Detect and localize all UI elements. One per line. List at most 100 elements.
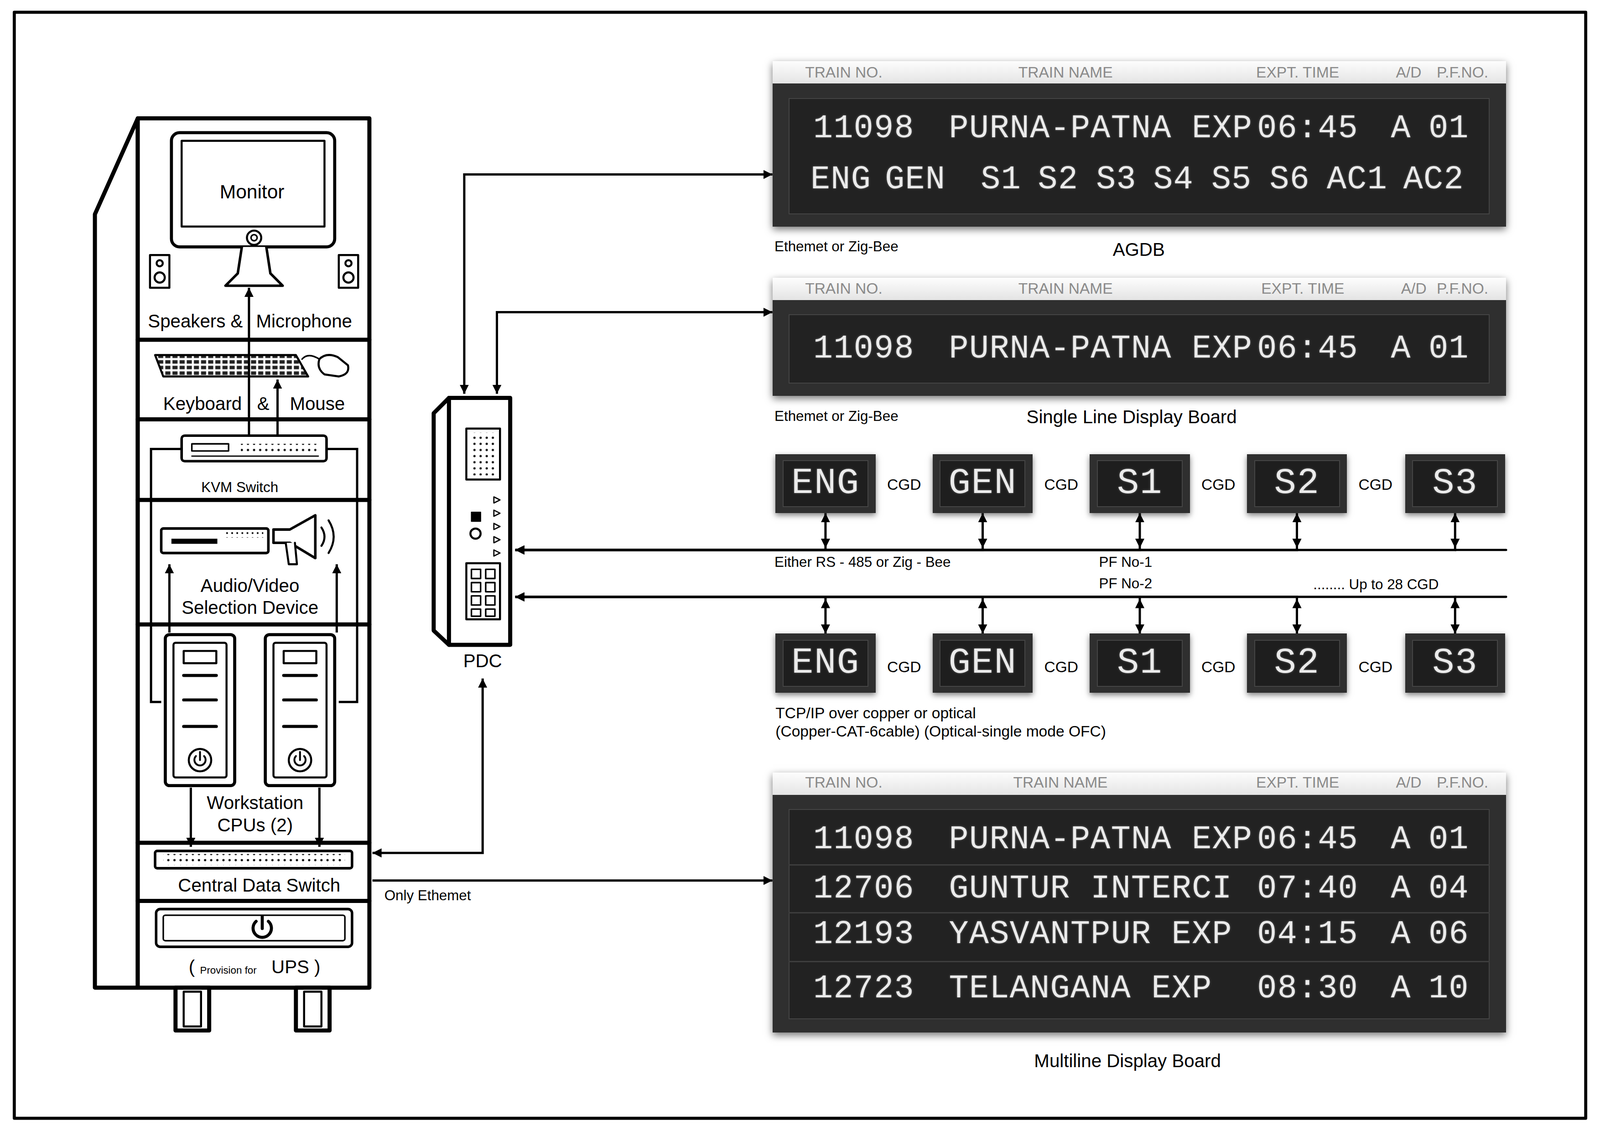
kvm-switch-drawing [240, 443, 319, 452]
connector-line [247, 287, 250, 436]
annotation-label: CGD [887, 475, 922, 494]
cgd-board: GEN [932, 454, 1033, 514]
node-text: Monitor [219, 180, 285, 204]
caption-text: Single Line Display Board [1026, 406, 1237, 429]
led-text: 08:30 [1257, 969, 1359, 1009]
header-text: TRAIN NAME [1018, 279, 1113, 298]
led-text: S5 [1211, 160, 1252, 200]
pdc-unit: PDC [428, 394, 516, 679]
connector-line [372, 678, 484, 854]
pdc-drawing [466, 563, 500, 620]
annotation-label: CGD [1201, 658, 1236, 677]
keyboard-mouse-drawing [155, 355, 309, 377]
monitor: Monitor [171, 132, 335, 288]
connector-line [515, 513, 983, 551]
node-text: PDC [463, 650, 503, 673]
speaker-drawing [343, 272, 354, 283]
led-text: S3 [1432, 461, 1478, 506]
header-text: TRAIN NAME [1018, 63, 1113, 82]
pdc-drawing [433, 398, 450, 645]
annotation-label: CGD [1201, 475, 1236, 494]
annotation-label: CGD [887, 658, 922, 677]
led-text: S1 [1116, 461, 1163, 506]
central-data-switch: Central Data Switch [142, 846, 373, 899]
led-text: A [1391, 329, 1412, 369]
connector-line [150, 448, 182, 702]
connector-line [515, 597, 1298, 634]
led-text: A [1391, 969, 1412, 1009]
connector-line [497, 312, 773, 395]
connector-line [326, 448, 358, 702]
row-divider [788, 864, 1490, 866]
node-text: Central Data Switch [177, 874, 341, 897]
connector-line [515, 513, 1456, 551]
led-text: 11098 [813, 329, 915, 369]
audio-video-device-drawing [171, 538, 218, 544]
central-switch-drawing [155, 851, 353, 869]
header-text: EXPT. TIME [1261, 279, 1345, 298]
row-divider [788, 912, 1490, 914]
led-text: PURNA-PATNA EXP [949, 820, 1253, 860]
annotation-label: Ethemet or Zig-Bee [774, 407, 899, 426]
speaker-drawing [150, 254, 359, 288]
annotation-label: ........ Up to 28 CGD [1313, 576, 1439, 594]
connector-line [515, 513, 1298, 551]
led-text: 10 [1428, 969, 1470, 1009]
led-text: 06 [1428, 914, 1470, 955]
rack-cabinet [296, 987, 330, 1031]
workstation-cpu-drawing [183, 675, 217, 727]
led-text: 12706 [813, 869, 915, 909]
audio-video-device-drawing [161, 515, 334, 565]
annotation-label: PF No-1 [1099, 553, 1153, 572]
connector-line [464, 174, 773, 395]
connector-line [276, 379, 279, 436]
led-text: 06:45 [1257, 820, 1359, 860]
led-text: ENG [791, 641, 860, 686]
annotation-label: Only Ethemet [381, 887, 474, 905]
monitor-drawing [171, 132, 335, 286]
led-text: ENG [791, 461, 860, 506]
annotation-label: CGD [1044, 658, 1079, 677]
led-text: 01 [1428, 329, 1470, 369]
workstation-cpu-drawing [194, 752, 206, 766]
led-text: S2 [1274, 461, 1320, 506]
led-text: GEN [948, 641, 1018, 686]
header-text: TRAIN NO. [805, 63, 883, 82]
ups-drawing [253, 916, 272, 938]
annotation-label: (Copper-CAT-6cable) (Optical-single mode… [775, 722, 1107, 741]
cgd-board: S3 [1405, 633, 1506, 693]
cgd-board: S1 [1089, 633, 1190, 693]
led-text: GEN [948, 461, 1018, 506]
speaker-drawing [338, 254, 359, 288]
led-text: S4 [1153, 160, 1194, 200]
pdc-drawing [470, 432, 496, 476]
led-text: GUNTUR INTERCI [949, 869, 1233, 909]
cgd-board: GEN [932, 633, 1033, 693]
led-text: PURNA-PATNA EXP [949, 329, 1253, 369]
multiline-board: TRAIN NO.TRAIN NAMEEXPT. TIMEA/DP.F.NO.1… [772, 772, 1507, 1034]
rack-cabinet [304, 992, 322, 1027]
monitor-drawing [246, 230, 261, 245]
led-text: A [1391, 869, 1412, 909]
led-text: S2 [1274, 641, 1320, 686]
led-text: GEN [884, 160, 946, 200]
annotation-label: CGD [1358, 658, 1393, 677]
led-text: 04:15 [1257, 914, 1359, 955]
pdc-drawing [448, 398, 510, 645]
central-switch-drawing [155, 851, 353, 869]
led-text: 07:40 [1257, 869, 1359, 909]
cgd-board: ENG [775, 454, 876, 514]
led-text: S2 [1038, 160, 1079, 200]
kvm-switch-drawing [192, 443, 229, 452]
led-text: 04 [1428, 869, 1470, 909]
connector-line [515, 597, 1140, 634]
rack-cabinet [94, 118, 370, 1031]
speaker-drawing [345, 260, 352, 267]
led-text: PURNA-PATNA EXP [949, 109, 1253, 149]
header-text: TRAIN NO. [805, 279, 883, 298]
agdb-board: TRAIN NO.TRAIN NAMEEXPT. TIMEA/DP.F.NO.1… [772, 61, 1507, 227]
ups-drawing [163, 915, 345, 941]
header-text: EXPT. TIME [1256, 773, 1340, 792]
annotation-label: PF No-2 [1099, 575, 1153, 593]
cgd-board: S1 [1089, 454, 1190, 514]
